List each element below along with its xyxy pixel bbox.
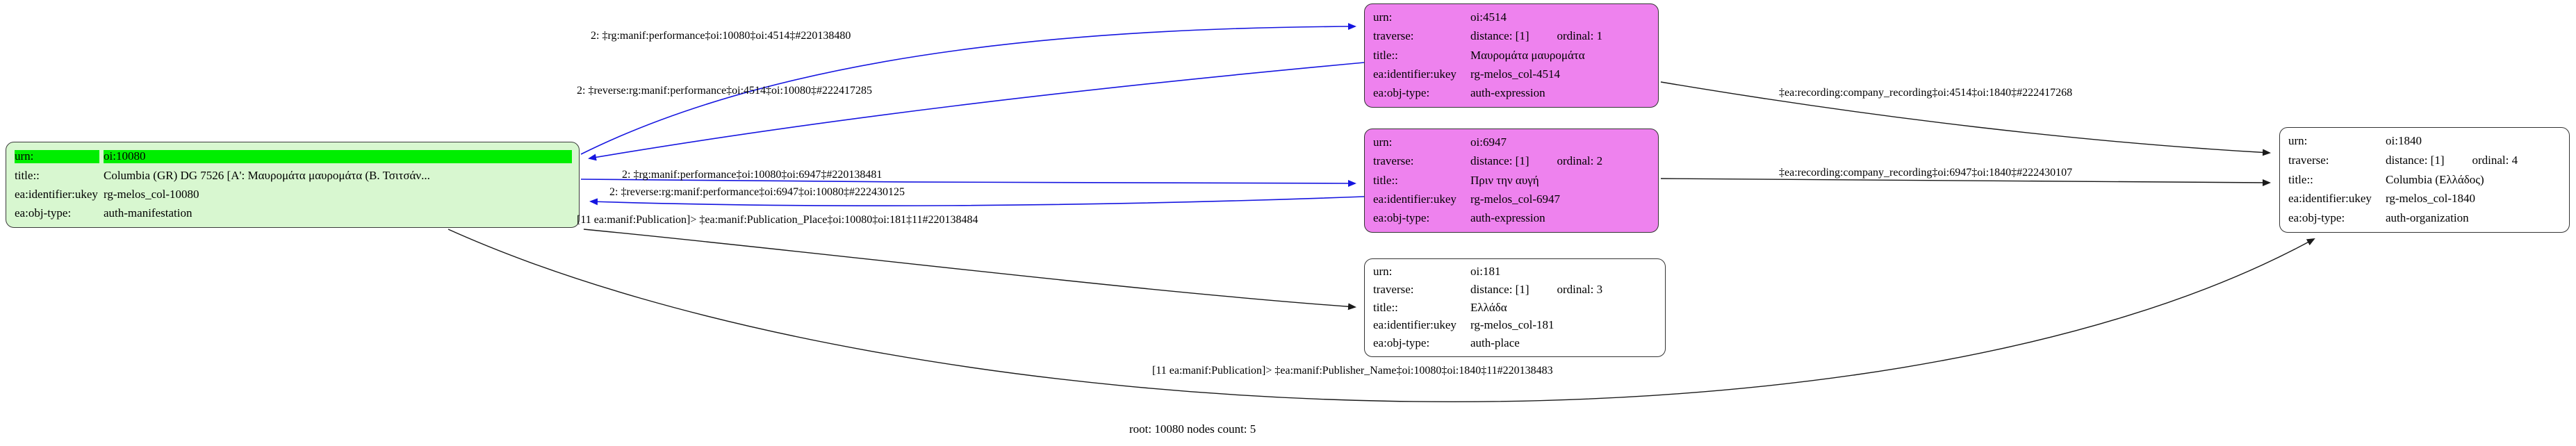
node-row-objtype: ea:obj-type: auth-organization xyxy=(2288,210,2562,225)
row-ordinal: ordinal: 3 xyxy=(1557,283,1603,297)
row-key: traverse: xyxy=(2288,154,2329,167)
row-value: auth-organization xyxy=(2386,210,2469,224)
row-value: Μαυρομάτα μαυρομάτα xyxy=(1470,48,1585,62)
row-key: urn: xyxy=(15,149,99,163)
node-row-urn: urn: oi:1840 xyxy=(2288,135,2562,148)
row-ordinal: ordinal: 2 xyxy=(1557,154,1603,168)
node-row-urn: urn: oi:4514 xyxy=(1373,11,1651,24)
row-key: ea:identifier:ukey xyxy=(1373,318,1457,332)
node-row-title: title:: Ελλάδα xyxy=(1373,300,1658,315)
node-row-ukey: ea:identifier:ukey rg-melos_col-6947 xyxy=(1373,192,1651,206)
row-key: urn: xyxy=(1373,10,1393,24)
row-value: oi:6947 xyxy=(1470,135,1507,149)
edge-label-reverse-performance-6947: 2: ‡reverse:rg:manif:performance‡oi:6947… xyxy=(609,186,905,198)
row-key: ea:obj-type: xyxy=(1373,86,1430,99)
edge-performance-10080-6947 xyxy=(580,179,1356,187)
edge-company-recording-4514-1840 xyxy=(1660,81,2271,156)
row-key: title:: xyxy=(1373,300,1398,314)
row-value: Columbia (Ελλάδος) xyxy=(2386,172,2484,186)
row-key: urn: xyxy=(2288,134,2308,148)
row-key: ea:obj-type: xyxy=(1373,211,1430,224)
row-value: rg-melos_col-10080 xyxy=(104,188,199,201)
node-row-traverse: traverse: distance: [1] ordinal: 3 xyxy=(1373,283,1658,297)
row-value: Πριν την αυγή xyxy=(1470,173,1539,187)
node-row-title: title:: Columbia (GR) DG 7526 [Α': Μαυρο… xyxy=(15,169,572,183)
row-key: urn: xyxy=(1373,135,1393,149)
row-key: traverse: xyxy=(1373,154,1414,168)
node-row-title: title:: Columbia (Ελλάδος) xyxy=(2288,172,2562,187)
edge-publication-place-10080-181 xyxy=(583,229,1356,311)
row-value: Columbia (GR) DG 7526 [Α': Μαυρομάτα μαυ… xyxy=(104,169,430,183)
edge-label-performance-6947: 2: ‡rg:manif:performance‡oi:10080‡oi:694… xyxy=(622,169,883,181)
edge-label-company-recording-6947: ‡ea:recording:company_recording‡oi:6947‡… xyxy=(1779,167,2073,179)
row-key: ea:identifier:ukey xyxy=(1373,192,1457,206)
row-key: title:: xyxy=(15,169,40,183)
row-value: rg-melos_col-1840 xyxy=(2386,192,2476,206)
node-row-objtype: ea:obj-type: auth-manifestation xyxy=(15,206,572,220)
row-key: ea:obj-type: xyxy=(15,206,72,220)
row-key: traverse: xyxy=(1373,283,1414,297)
node-oi-6947[interactable]: urn: oi:6947 traverse: distance: [1] ord… xyxy=(1364,129,1659,233)
row-value: distance: [1] xyxy=(2386,154,2445,167)
node-row-ukey: ea:identifier:ukey rg-melos_col-4514 xyxy=(1373,67,1651,81)
row-value: rg-melos_col-4514 xyxy=(1470,67,1561,81)
row-value: Ελλάδα xyxy=(1470,300,1507,314)
row-value: distance: [1] xyxy=(1470,154,1529,168)
node-row-traverse: traverse: distance: [1] ordinal: 4 xyxy=(2288,154,2562,167)
row-value: distance: [1] xyxy=(1470,29,1529,43)
row-value: auth-expression xyxy=(1470,211,1545,224)
row-key: ea:obj-type: xyxy=(1373,336,1430,349)
row-value: oi:4514 xyxy=(1470,10,1507,24)
edge-label-reverse-performance-4514: 2: ‡reverse:rg:manif:performance‡oi:4514… xyxy=(577,85,872,97)
row-key: ea:identifier:ukey xyxy=(2288,192,2372,206)
edge-label-company-recording-4514: ‡ea:recording:company_recording‡oi:4514‡… xyxy=(1779,87,2073,99)
node-row-objtype: ea:obj-type: auth-expression xyxy=(1373,86,1651,100)
row-value: oi:181 xyxy=(1470,265,1501,279)
row-ordinal: ordinal: 1 xyxy=(1557,29,1603,43)
row-key: title:: xyxy=(2288,172,2313,186)
row-key: ea:obj-type: xyxy=(2288,210,2345,224)
edge-publisher-name-10080-1840 xyxy=(448,229,2315,402)
row-key: title:: xyxy=(1373,173,1398,187)
node-row-traverse: traverse: distance: [1] ordinal: 2 xyxy=(1373,155,1651,168)
row-ordinal: ordinal: 4 xyxy=(2472,154,2518,167)
node-row-ukey: ea:identifier:ukey rg-melos_col-181 xyxy=(1373,319,1658,332)
row-key: ea:identifier:ukey xyxy=(1373,67,1457,81)
row-key: title:: xyxy=(1373,48,1398,62)
node-row-urn: urn: oi:6947 xyxy=(1373,136,1651,149)
node-row-ukey: ea:identifier:ukey rg-melos_col-1840 xyxy=(2288,192,2562,206)
row-value: rg-melos_col-6947 xyxy=(1470,192,1561,206)
node-oi-4514[interactable]: urn: oi:4514 traverse: distance: [1] ord… xyxy=(1364,3,1659,108)
row-value: rg-melos_col-181 xyxy=(1470,318,1554,332)
node-oi-1840[interactable]: urn: oi:1840 traverse: distance: [1] ord… xyxy=(2279,127,2570,233)
node-oi-10080[interactable]: urn: oi:10080 title:: Columbia (GR) DG 7… xyxy=(6,142,580,228)
edge-performance-10080-4514 xyxy=(580,23,1356,155)
row-value: auth-expression xyxy=(1470,86,1545,99)
node-row-objtype: ea:obj-type: auth-place xyxy=(1373,336,1658,350)
edge-label-publication-place-181: [11 ea:manif:Publication]> ‡ea:manif:Pub… xyxy=(577,214,978,226)
node-row-urn: urn: oi:10080 xyxy=(15,149,572,163)
graph-root-footer: root: 10080 nodes count: 5 xyxy=(1129,422,1256,436)
node-row-title: title:: Πριν την αυγή xyxy=(1373,174,1651,188)
row-value: auth-manifestation xyxy=(104,206,192,220)
node-row-urn: urn: oi:181 xyxy=(1373,265,1658,279)
edge-label-performance-4514: 2: ‡rg:manif:performance‡oi:10080‡oi:451… xyxy=(591,30,851,42)
node-row-ukey: ea:identifier:ukey rg-melos_col-10080 xyxy=(15,188,572,201)
node-row-traverse: traverse: distance: [1] ordinal: 1 xyxy=(1373,30,1651,43)
row-key: urn: xyxy=(1373,265,1393,279)
row-value: oi:10080 xyxy=(104,149,572,163)
edge-label-publisher-name-1840: [11 ea:manif:Publication]> ‡ea:manif:Pub… xyxy=(1152,365,1553,377)
row-key: traverse: xyxy=(1373,29,1414,43)
row-key: ea:identifier:ukey xyxy=(15,188,98,201)
node-row-title: title:: Μαυρομάτα μαυρομάτα xyxy=(1373,49,1651,63)
node-row-objtype: ea:obj-type: auth-expression xyxy=(1373,211,1651,225)
node-oi-181[interactable]: urn: oi:181 traverse: distance: [1] ordi… xyxy=(1364,258,1666,357)
row-value: oi:1840 xyxy=(2386,134,2422,148)
row-value: auth-place xyxy=(1470,336,1520,349)
row-value: distance: [1] xyxy=(1470,283,1529,297)
edge-reverse-performance-6947-10080 xyxy=(589,196,1365,206)
edge-reverse-performance-4514-10080 xyxy=(588,62,1365,161)
